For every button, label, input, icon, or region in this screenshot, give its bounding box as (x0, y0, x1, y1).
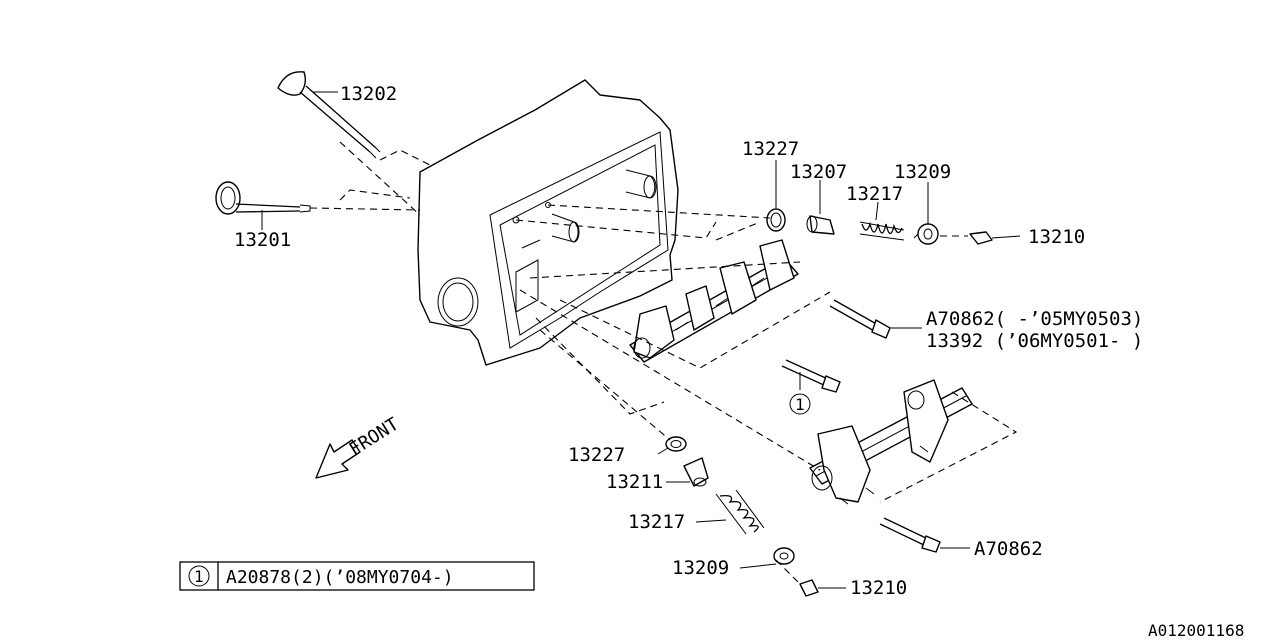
label-13210-upper: 13210 (1028, 226, 1085, 248)
valve-13202 (277, 71, 381, 159)
seat-13227-upper (766, 208, 786, 232)
bolt-callout-1 (781, 359, 841, 393)
label-13207: 13207 (790, 161, 847, 183)
spring-13217-lower (715, 489, 765, 535)
tappet-13207 (806, 215, 835, 235)
label-bolt-lower: A70862 (974, 538, 1043, 560)
rocker-assembly-lower (809, 379, 973, 505)
key-13210-upper (969, 231, 993, 245)
key-13210-lower (799, 579, 819, 597)
label-13202: 13202 (340, 83, 397, 105)
assembly-dashed-lines (309, 141, 1018, 585)
note-box-text: A20878(2)(’08MY0704-) (226, 567, 454, 588)
note-box (179, 561, 535, 591)
label-13209-lower: 13209 (672, 557, 729, 579)
label-13211: 13211 (606, 471, 663, 493)
callout-marker-icon (789, 393, 811, 415)
label-13217-lower: 13217 (628, 511, 685, 533)
retainer-13209-lower (773, 547, 795, 565)
tappet-13211 (683, 457, 709, 487)
label-13217-upper: 13217 (846, 183, 903, 205)
label-bolt-upper-2: 13392 (’06MY0501- ) (926, 330, 1143, 352)
label-bolt-upper-1: A70862( -’05MY0503) (926, 308, 1143, 330)
label-13210-lower: 13210 (850, 577, 907, 599)
valve-13201 (215, 181, 311, 215)
bolt-lower (879, 517, 941, 553)
label-13209-upper: 13209 (894, 161, 951, 183)
label-13227-upper: 13227 (742, 138, 799, 160)
front-label: FRONT (346, 414, 403, 461)
callout-marker-number: 1 (795, 395, 805, 414)
rocker-assembly-upper (629, 239, 799, 363)
note-box-number: 1 (194, 567, 204, 586)
spring-13217-upper (859, 221, 905, 241)
bolt-upper (829, 299, 891, 339)
retainer-13209-upper (913, 223, 939, 245)
label-13201: 13201 (234, 229, 291, 251)
front-arrow-icon (315, 439, 361, 479)
drawing-code: A012001168 (1148, 621, 1244, 640)
leader-lines (261, 91, 1021, 589)
label-13227-lower: 13227 (568, 444, 625, 466)
seat-13227-lower (665, 436, 687, 452)
